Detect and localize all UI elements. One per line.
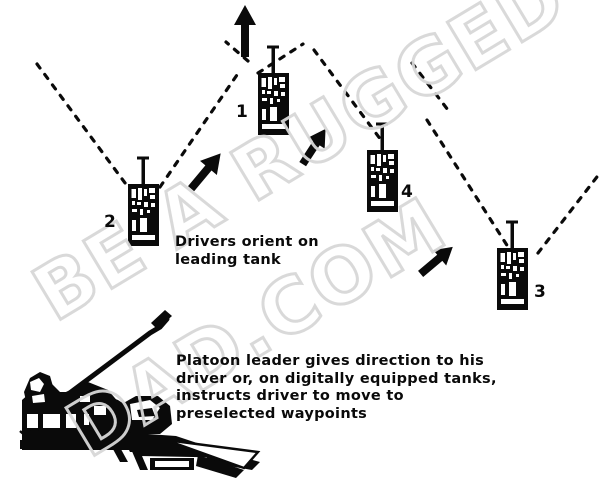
sight-line-tank2-to-tank1 — [158, 70, 241, 189]
sight-line-upper-right-inbound — [312, 48, 383, 142]
tank-symbol-3[interactable] — [497, 220, 528, 311]
movement-arrow-tank-4 — [299, 128, 326, 167]
sight-line-tank4-to-tank3 — [425, 118, 512, 252]
tank-label-4: 4 — [401, 182, 413, 202]
sight-lines-group — [35, 40, 602, 255]
movement-arrow-tank-2 — [188, 153, 221, 192]
tank-label-1: 1 — [236, 102, 248, 122]
movement-arrow-tank-1 — [234, 5, 256, 57]
caption-drivers-orient: Drivers orient on leading tank — [175, 234, 319, 268]
tank-label-3: 3 — [534, 282, 546, 302]
sight-line-tank4-right — [410, 61, 450, 112]
tank-label-2: 2 — [104, 212, 116, 232]
tank-symbol-2[interactable] — [128, 156, 159, 247]
movement-arrow-tank-3 — [418, 246, 453, 277]
sight-line-tank1-right — [256, 42, 305, 75]
tank-commander-illustration — [19, 310, 261, 478]
tank-symbol-1[interactable] — [258, 45, 289, 136]
caption-platoon-leader: Platoon leader gives direction to his dr… — [176, 353, 497, 423]
sight-line-tank3-right — [536, 171, 602, 255]
tank-symbol-4[interactable] — [367, 122, 398, 213]
sight-line-tank1-left — [224, 40, 250, 63]
sight-line-left-outer — [35, 62, 130, 189]
